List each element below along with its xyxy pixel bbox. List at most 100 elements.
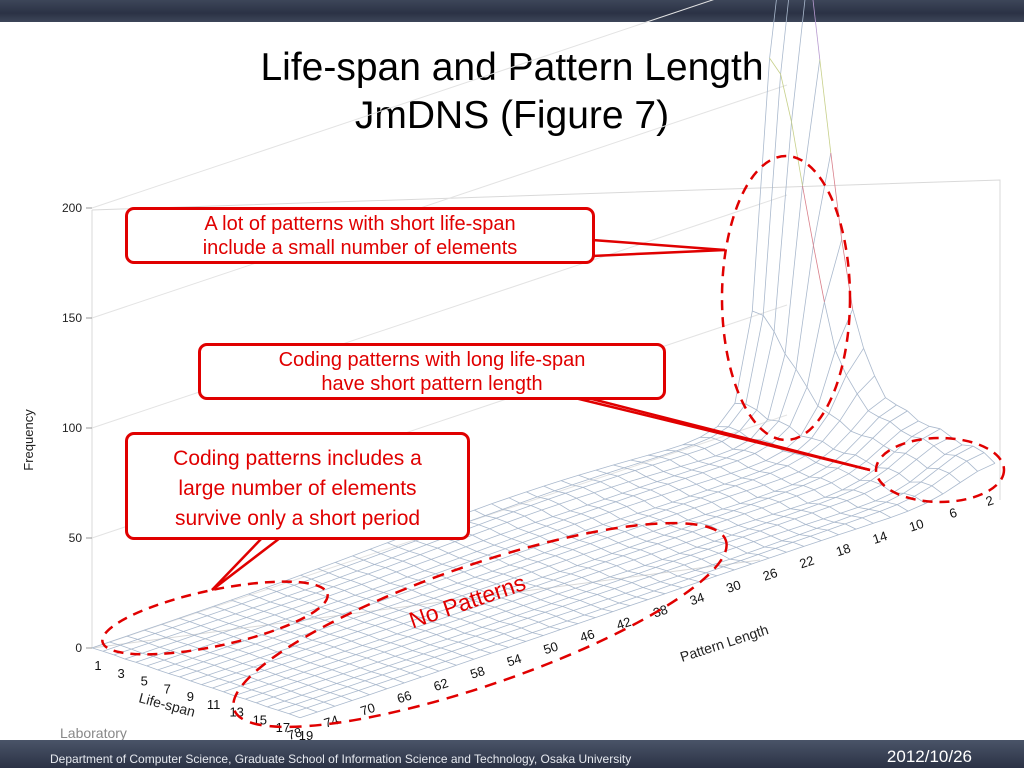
wire-segment-patternlength — [728, 496, 741, 504]
wire-segment-patternlength — [640, 549, 652, 555]
wire-segment-patternlength — [709, 463, 721, 468]
wire-segment-patternlength — [783, 516, 795, 520]
wire-segment-patternlength — [382, 674, 394, 680]
wire-segment-patternlength — [179, 676, 191, 682]
wire-segment-patternlength — [738, 525, 750, 530]
wire-segment-patternlength — [157, 669, 169, 674]
wire-segment-patternlength — [681, 528, 693, 533]
wire-segment-patternlength — [265, 587, 277, 592]
wire-segment-patternlength — [645, 476, 658, 482]
wire-segment-patternlength — [250, 630, 263, 636]
wire-segment-patternlength — [877, 467, 889, 469]
wire-segment-patternlength — [805, 524, 817, 529]
wire-segment-patternlength — [534, 609, 546, 613]
wire-segment-patternlength — [670, 525, 682, 530]
wire-segment-patternlength — [441, 563, 454, 568]
wire-segment-patternlength — [650, 489, 662, 496]
wire-segment-patternlength — [491, 503, 503, 510]
wire-segment-patternlength — [582, 487, 595, 494]
wire-segment-patternlength — [550, 541, 562, 547]
wire-segment-patternlength — [399, 668, 411, 674]
wire-segment-patternlength — [353, 677, 366, 682]
footer-bar — [0, 740, 1024, 768]
wire-segment-patternlength — [407, 576, 419, 581]
wire-segment-patternlength — [595, 469, 607, 474]
pattern-length-tick-label: 70 — [359, 700, 377, 719]
wire-segment-patternlength — [469, 645, 481, 651]
wire-segment-patternlength — [577, 565, 589, 569]
wire-segment-patternlength — [709, 525, 721, 532]
wire-segment-patternlength — [412, 650, 424, 655]
wire-segment-patternlength — [297, 681, 309, 686]
wire-segment-patternlength — [301, 694, 314, 699]
wire-segment-patternlength — [631, 582, 644, 588]
wire-segment-patternlength — [665, 450, 677, 452]
wire-segment-patternlength — [239, 626, 252, 632]
wire-segment-patternlength — [617, 475, 629, 483]
wire-segment-patternlength — [789, 426, 801, 437]
wire-segment-patternlength — [875, 500, 887, 503]
wire-segment-patternlength — [551, 603, 563, 607]
wire-segment-patternlength — [406, 659, 418, 664]
wire-segment-patternlength — [575, 587, 587, 592]
wire-segment-patternlength — [799, 534, 811, 537]
wire-segment-patternlength — [518, 591, 530, 596]
wire-segment-patternlength — [468, 585, 480, 591]
wire-segment-patternlength — [622, 492, 634, 497]
wire-segment-patternlength — [781, 540, 793, 543]
wire-segment-patternlength — [416, 662, 429, 668]
wire-segment-patternlength — [864, 493, 876, 502]
wire-segment-patternlength — [327, 656, 339, 661]
wire-segment-patternlength — [353, 618, 365, 623]
wire-segment-patternlength — [638, 573, 650, 578]
wire-segment-patternlength — [372, 588, 384, 593]
wire-segment-patternlength — [183, 631, 195, 636]
wire-segment-patternlength — [579, 540, 591, 544]
wire-segment-patternlength — [721, 441, 734, 450]
life-span-tick-label: 3 — [117, 666, 124, 681]
wire-segment-patternlength — [527, 617, 539, 623]
wire-segment-patternlength — [451, 591, 463, 597]
wire-segment-patternlength — [765, 460, 777, 465]
wire-segment-patternlength — [235, 613, 247, 618]
wire-segment-patternlength — [598, 507, 610, 513]
wire-segment-patternlength — [284, 700, 296, 705]
wire-segment-patternlength — [852, 309, 864, 349]
wire-segment-patternlength — [477, 612, 489, 618]
wire-segment-patternlength — [466, 609, 478, 614]
wire-segment-patternlength — [259, 657, 272, 662]
wire-segment-patternlength — [701, 558, 713, 566]
wire-segment-patternlength — [560, 480, 573, 486]
wire-segment-patternlength — [685, 542, 698, 548]
wire-segment-patternlength — [817, 405, 830, 414]
wire-segment-patternlength — [394, 595, 406, 602]
wire-segment-patternlength — [715, 455, 727, 459]
wire-segment-patternlength — [566, 559, 578, 566]
wire-segment-patternlength — [163, 659, 176, 665]
wire-segment-patternlength — [437, 547, 449, 554]
wire-segment-patternlength — [557, 529, 569, 537]
wire-segment-patternlength — [795, 368, 808, 388]
wire-segment-patternlength — [463, 571, 476, 578]
wire-segment-patternlength — [321, 666, 333, 671]
wire-segment-patternlength — [766, 522, 778, 526]
pattern-length-tick-label: 18 — [834, 540, 852, 559]
pattern-length-tick-label: 46 — [578, 626, 596, 645]
wire-segment-patternlength — [687, 519, 700, 524]
wire-segment-patternlength — [685, 478, 697, 485]
wire-segment-patternlength — [257, 620, 269, 626]
wire-segment-patternlength — [596, 533, 608, 538]
wire-segment-patternlength — [922, 438, 935, 447]
wire-segment-patternlength — [429, 644, 442, 649]
wire-segment-patternlength — [822, 441, 834, 450]
wire-segment-patternlength — [514, 638, 527, 642]
wire-segment-patternlength — [555, 555, 567, 561]
wire-segment-patternlength — [326, 596, 339, 602]
wire-segment-patternlength — [279, 687, 292, 692]
wire-segment-patternlength — [541, 509, 554, 517]
wire-segment-patternlength — [896, 404, 908, 412]
wire-segment-patternlength — [257, 679, 270, 685]
wire-segment-patternlength — [302, 612, 315, 618]
wire-segment-patternlength — [436, 634, 448, 640]
wire-segment-patternlength — [431, 559, 443, 565]
